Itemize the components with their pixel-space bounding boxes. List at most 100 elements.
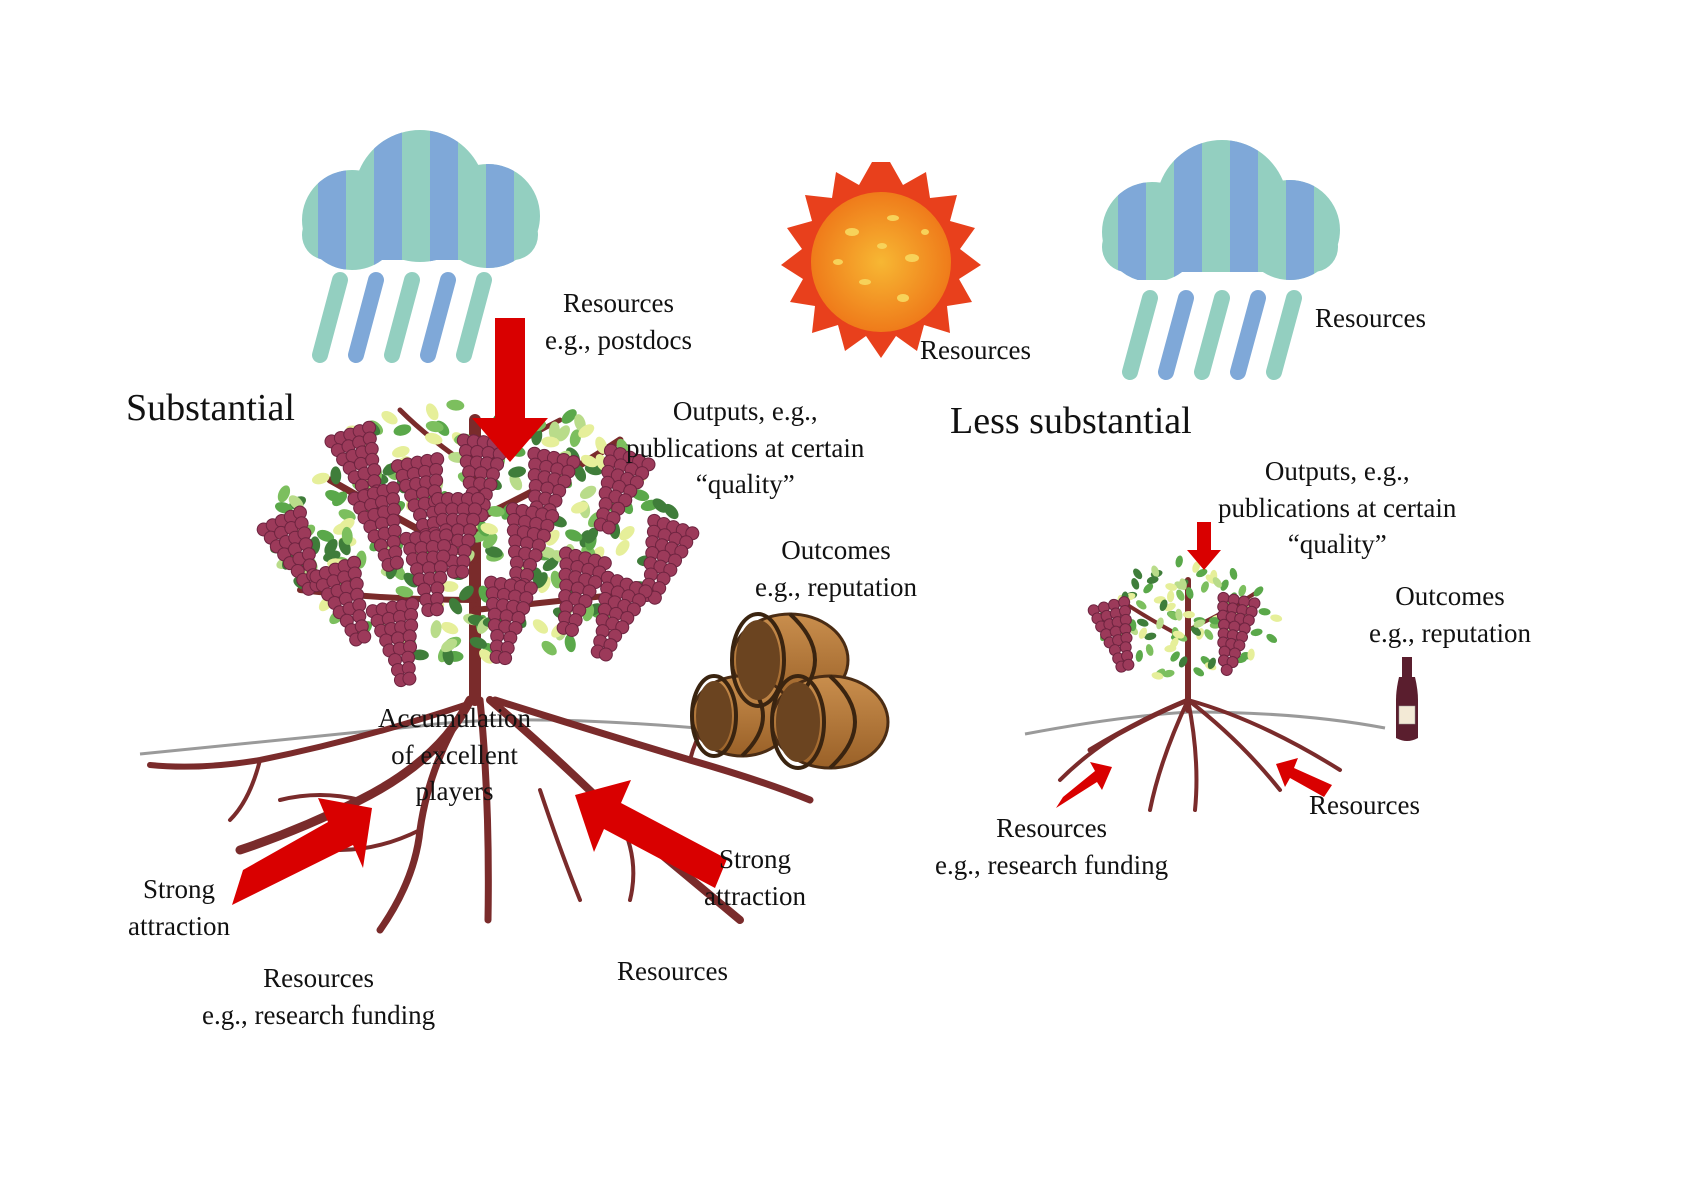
leaf <box>1238 584 1247 597</box>
leaf <box>652 498 668 513</box>
leaf <box>1138 627 1148 639</box>
leaf <box>541 640 557 656</box>
leaf <box>332 491 348 507</box>
leaf <box>1192 561 1201 573</box>
left-arrow-small-right <box>1276 758 1332 797</box>
down-arrow-small <box>1187 522 1221 570</box>
leaf <box>1207 657 1216 670</box>
leaf <box>1250 628 1263 637</box>
leaf <box>459 585 474 601</box>
leaf <box>424 432 443 445</box>
leaf <box>485 546 503 558</box>
rain-cloud-icon <box>1102 140 1340 380</box>
leaf <box>1167 590 1175 603</box>
leaf <box>1193 619 1205 628</box>
grape-cluster <box>593 443 656 535</box>
grape-cluster <box>365 597 420 688</box>
leaf <box>1175 555 1183 568</box>
leaf <box>324 538 338 556</box>
leaf <box>393 424 412 436</box>
leaf <box>509 473 523 491</box>
grape-cluster <box>556 546 612 637</box>
leaf <box>569 429 582 448</box>
leaf <box>1253 586 1264 597</box>
leaf <box>277 485 291 503</box>
grape-cluster <box>309 555 372 647</box>
leaf <box>425 403 439 421</box>
leaf <box>441 638 458 653</box>
leaf <box>330 466 342 485</box>
leaf <box>1175 608 1183 621</box>
leaf <box>578 424 595 438</box>
leaf <box>469 637 488 649</box>
leaf <box>1258 608 1271 616</box>
grape-cluster <box>590 570 653 662</box>
leaf <box>1178 656 1188 668</box>
small-grape-vine-icon <box>1058 555 1342 812</box>
leaf <box>541 436 560 448</box>
leaf <box>341 526 353 545</box>
leaf <box>1136 618 1149 627</box>
leaf <box>619 525 635 541</box>
leaf <box>1159 599 1168 612</box>
substantial-heading: Substantial <box>126 387 295 429</box>
leaf <box>480 522 498 535</box>
arrows <box>232 318 1332 905</box>
right-arrow-left-root <box>232 798 372 905</box>
leaf <box>448 598 463 615</box>
leaf <box>579 485 597 500</box>
leaf <box>565 529 583 542</box>
leaf <box>440 581 459 592</box>
less-substantial-heading: Less substantial <box>950 400 1192 442</box>
leaf <box>482 533 498 549</box>
grape-cluster <box>484 575 538 666</box>
leaf <box>1164 644 1177 653</box>
leaf <box>1185 587 1194 599</box>
leaf <box>1220 579 1229 591</box>
leaf <box>1136 600 1147 610</box>
grape-cluster <box>1087 596 1135 673</box>
leaf <box>441 621 459 635</box>
leaf <box>392 446 410 458</box>
grape-cluster <box>1216 591 1261 676</box>
leaf <box>1162 669 1175 678</box>
wine-barrels-icon <box>690 612 890 770</box>
leaf <box>1151 672 1164 680</box>
leaf <box>615 540 630 556</box>
leaf <box>532 619 549 634</box>
leaf <box>1176 589 1185 601</box>
leaf <box>425 420 444 433</box>
root-system <box>147 695 814 934</box>
small-root-resources-right-label: Resources <box>1309 790 1420 820</box>
leaf <box>1135 649 1143 662</box>
leaf <box>1247 648 1255 661</box>
leaf <box>573 464 587 482</box>
leaf <box>1165 583 1178 591</box>
leaf <box>584 527 599 544</box>
grape-cluster <box>347 481 404 572</box>
left-outputs-label: Outputs, e.g.,publications at certain“qu… <box>626 396 865 500</box>
leaf <box>1182 611 1195 619</box>
leaf <box>580 454 598 468</box>
leaf <box>1143 583 1154 594</box>
leaf <box>1144 632 1157 641</box>
leaf <box>1172 630 1185 639</box>
leaf <box>571 501 589 514</box>
grape-cluster <box>399 528 454 618</box>
leaf <box>1204 629 1214 640</box>
leaf <box>508 466 526 478</box>
leaf <box>561 409 577 424</box>
leaf <box>1146 576 1159 584</box>
grape-cluster <box>456 433 511 523</box>
left-arrow-right-root <box>575 780 727 888</box>
leaf <box>564 634 576 653</box>
leaf <box>1133 568 1143 580</box>
leaf <box>1131 578 1140 590</box>
sun-icon <box>781 162 981 358</box>
